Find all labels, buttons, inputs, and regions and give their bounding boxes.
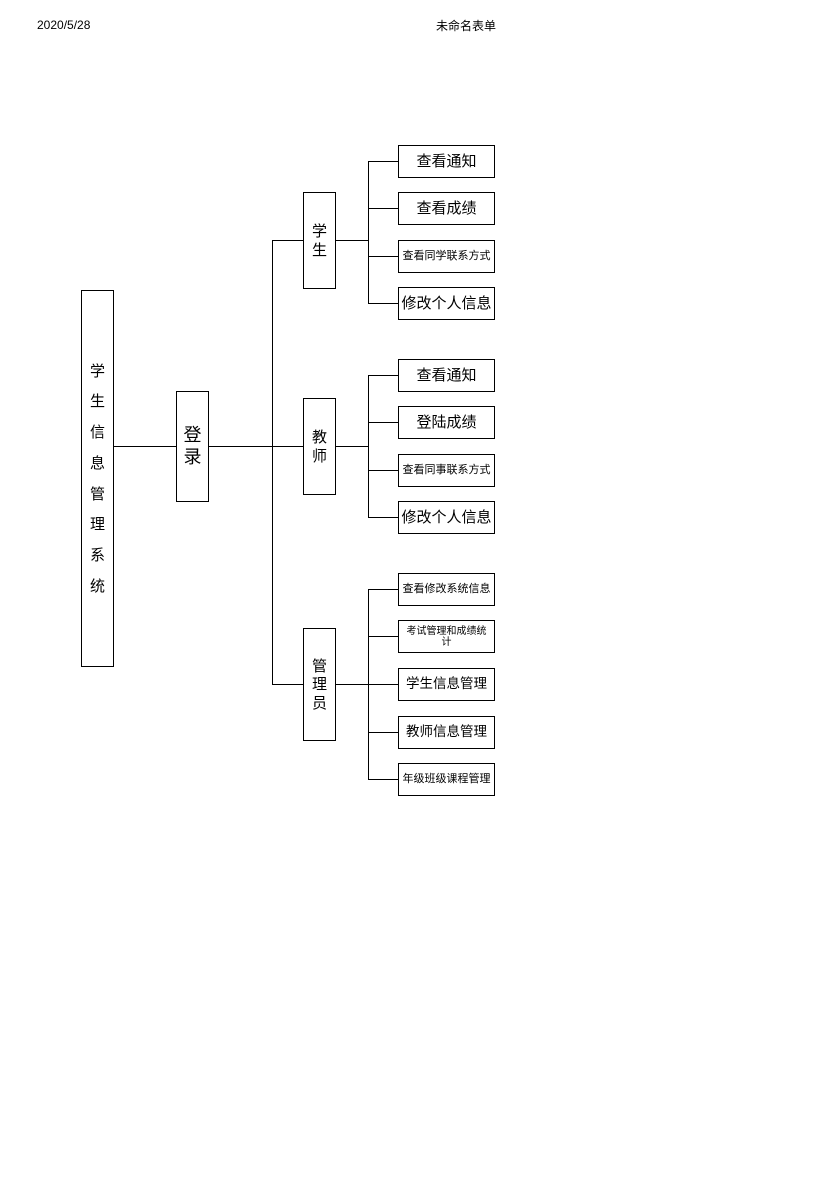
teacher-item-node: 登陆成绩 [398, 406, 495, 439]
admin-item-label: 查看修改系统信息 [402, 582, 491, 596]
login-node: 登录 [176, 391, 209, 502]
admin-item-node: 教师信息管理 [398, 716, 495, 749]
role-teacher-label: 教师 [311, 428, 327, 465]
role-student-node: 学生 [303, 192, 336, 289]
role-admin-node: 管理员 [303, 628, 336, 741]
teacher-item-label: 查看同事联系方式 [402, 463, 491, 477]
header-title: 未命名表单 [435, 19, 496, 33]
student-item-node: 查看同学联系方式 [398, 240, 495, 273]
root-node-label: 学生信息管理系统 [89, 361, 105, 595]
admin-item-label: 考试管理和成绩统计 [406, 625, 487, 648]
role-teacher-node: 教师 [303, 398, 336, 495]
teacher-item-label: 修改个人信息 [401, 508, 492, 527]
role-admin-label: 管理员 [311, 657, 327, 712]
student-item-label: 查看通知 [416, 152, 477, 171]
student-item-label: 查看同学联系方式 [402, 249, 491, 263]
student-item-label: 修改个人信息 [401, 294, 492, 313]
admin-item-label: 学生信息管理 [406, 676, 487, 693]
role-student-label: 学生 [311, 222, 327, 259]
login-node-label: 登录 [183, 424, 202, 468]
teacher-item-label: 登陆成绩 [416, 413, 477, 432]
admin-item-label: 教师信息管理 [406, 724, 487, 741]
admin-item-node: 学生信息管理 [398, 668, 495, 701]
admin-item-label: 年级班级课程管理 [402, 772, 491, 786]
root-node: 学生信息管理系统 [81, 290, 114, 667]
student-item-node: 查看通知 [398, 145, 495, 178]
teacher-item-node: 查看同事联系方式 [398, 454, 495, 487]
admin-item-node: 年级班级课程管理 [398, 763, 495, 796]
student-item-label: 查看成绩 [416, 199, 477, 218]
admin-item-node: 查看修改系统信息 [398, 573, 495, 606]
student-item-node: 修改个人信息 [398, 287, 495, 320]
teacher-item-node: 查看通知 [398, 359, 495, 392]
teacher-item-node: 修改个人信息 [398, 501, 495, 534]
teacher-item-label: 查看通知 [416, 366, 477, 385]
admin-item-node: 考试管理和成绩统计 [398, 620, 495, 653]
student-item-node: 查看成绩 [398, 192, 495, 225]
header-date: 2020/5/28 [37, 18, 91, 32]
